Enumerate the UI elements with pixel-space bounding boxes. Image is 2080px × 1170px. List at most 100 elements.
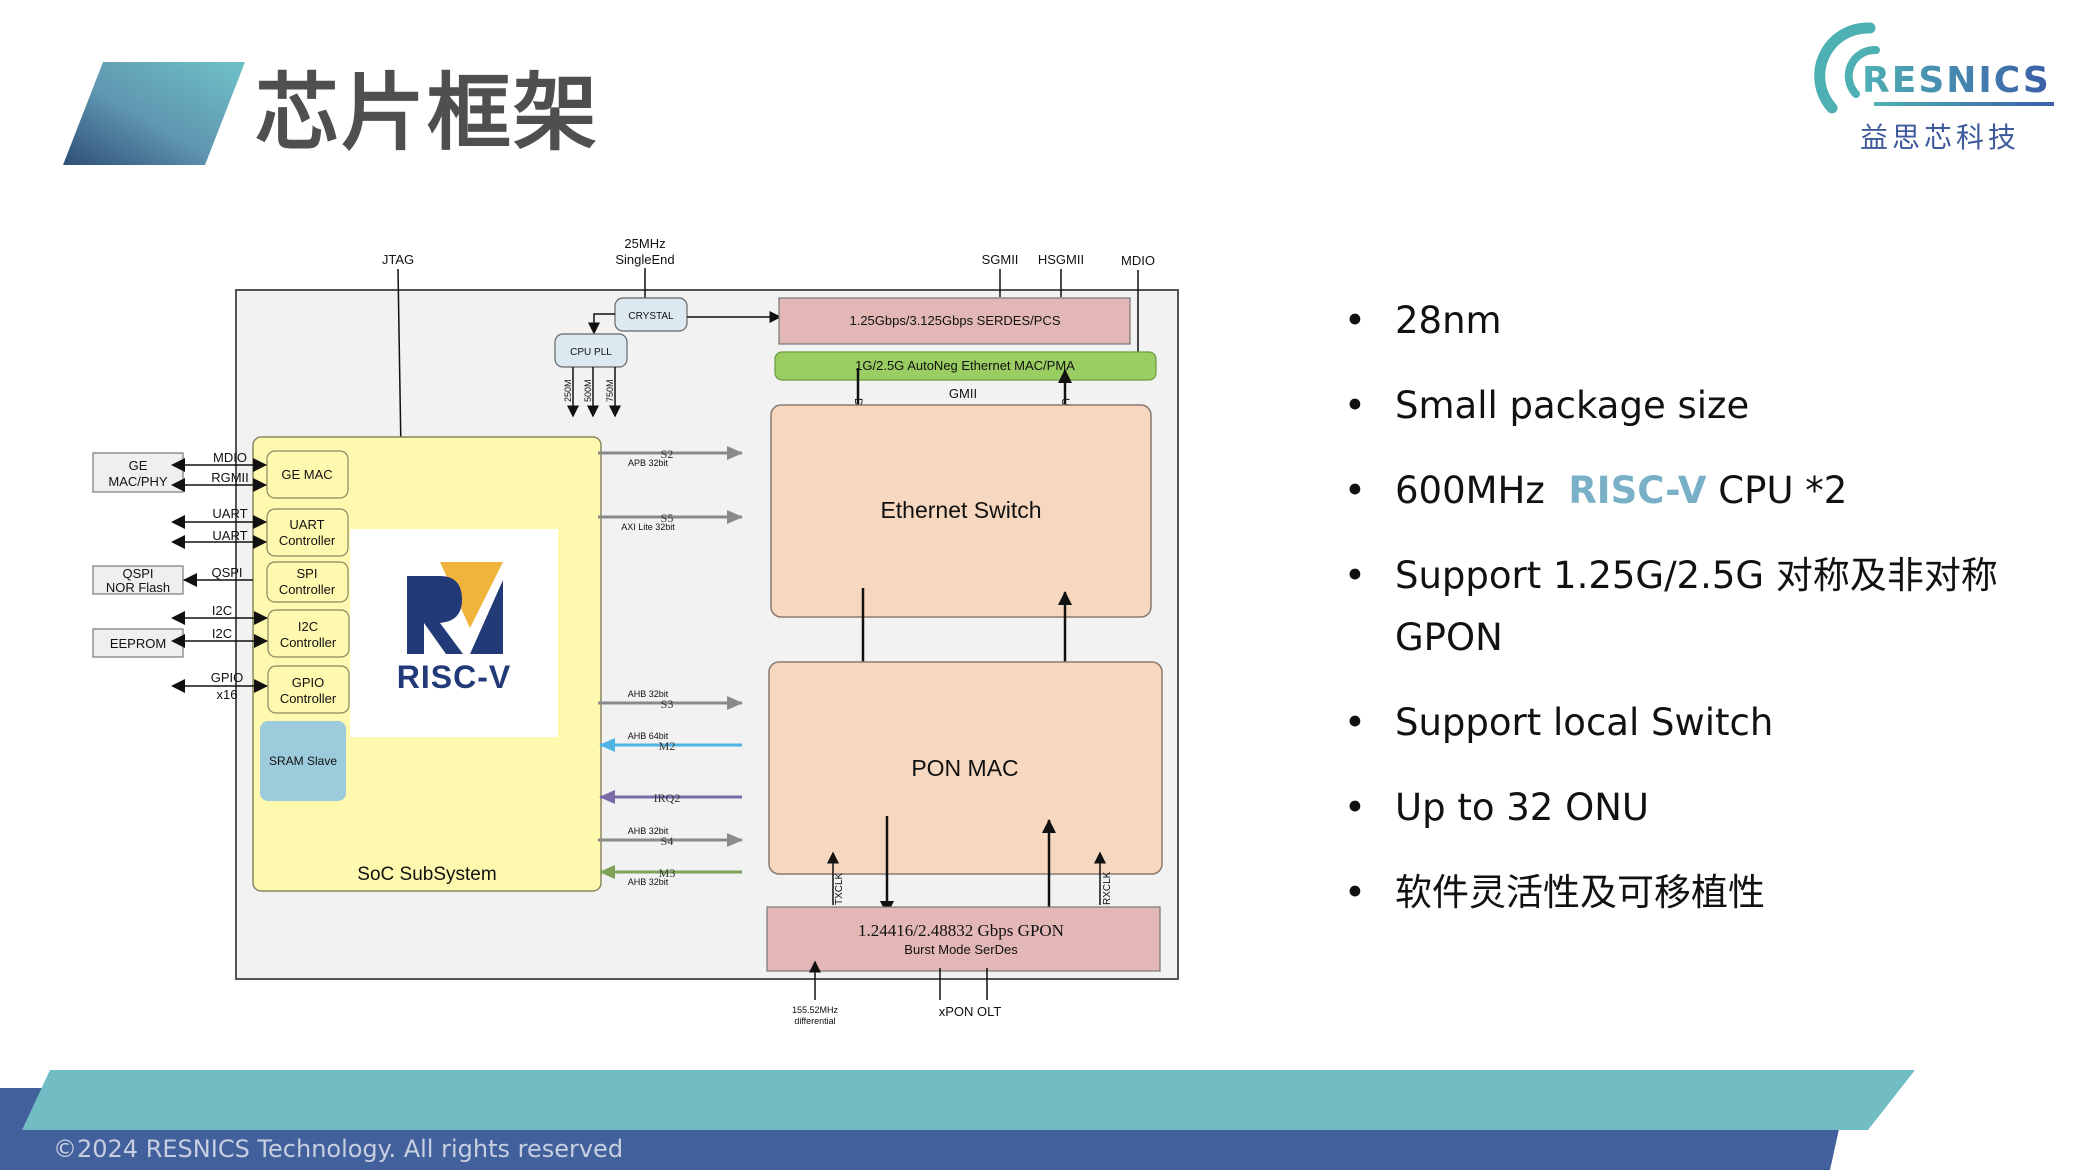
jtag-label: JTAG xyxy=(382,252,414,267)
feature-item: •Small package size xyxy=(1340,375,2040,437)
bus-type-label: AHB 32bit xyxy=(628,689,669,699)
gpon-serdes-label-2: Burst Mode SerDes xyxy=(904,942,1018,957)
feature-item: •Up to 32 ONU xyxy=(1340,777,2040,839)
soc-subsystem-label: SoC SubSystem xyxy=(357,864,496,885)
gpon-serdes-label-1: 1.24416/2.48832 Gbps GPON xyxy=(858,921,1064,940)
company-logo: RESNICS 益思芯科技 xyxy=(1810,20,2060,154)
hsgmii-label: HSGMII xyxy=(1038,252,1084,267)
gpio-label-1: GPIO xyxy=(211,670,244,685)
title-decoration xyxy=(63,62,245,165)
serdes-pcs-block xyxy=(778,297,1131,345)
bullet-icon: • xyxy=(1344,469,1366,512)
mdio-label: MDIO xyxy=(213,450,247,465)
qspi-nor-flash-label-2: NOR Flash xyxy=(106,580,170,595)
feature-list: •28nm •Small package size •600MHz RISC-V… xyxy=(1340,290,2040,947)
uart1-label: UART xyxy=(212,506,247,521)
riscv-highlight: RISC-V xyxy=(1568,469,1707,512)
spi-controller-block xyxy=(266,561,349,603)
riscv-logo-panel xyxy=(350,529,558,737)
logo-chinese-name: 益思芯科技 xyxy=(1860,121,2021,154)
feature-item: •Support local Switch xyxy=(1340,692,2040,754)
rxclk-label: RXCLK xyxy=(1102,871,1113,905)
uart-controller-label-1: UART xyxy=(289,517,324,532)
feature-item: •600MHz RISC-V CPU *2 xyxy=(1340,460,2040,522)
i2c-controller-label-1: I2C xyxy=(298,619,318,634)
txclk-label: TXCLK xyxy=(834,872,845,905)
ref-clock-label-2: differential xyxy=(794,1016,835,1026)
feature-item: •28nm xyxy=(1340,290,2040,352)
bus-port-label: S4 xyxy=(661,834,674,848)
ref-clock-label-1: 155.52MHz xyxy=(792,1005,839,1015)
uart-controller-block xyxy=(266,508,349,557)
sram-slave-block xyxy=(260,721,346,801)
pon-mac-block xyxy=(768,661,1163,875)
eth-mac-pma-label: 1G/2.5G AutoNeg Ethernet MAC/PMA xyxy=(855,358,1075,373)
logo-brand: RESNICS xyxy=(1862,60,2051,101)
bus-type-label: AHB 32bit xyxy=(628,877,669,887)
jtag-line xyxy=(397,268,402,454)
gpio-controller-block xyxy=(267,665,350,714)
spi-controller-label-1: SPI xyxy=(297,566,318,581)
ge-mac-phy-label-2: MAC/PHY xyxy=(108,474,168,489)
logo-arc-icon xyxy=(1814,22,1880,114)
gmii-label: GMII xyxy=(949,386,977,401)
feature-item: •软件灵活性及可移植性 xyxy=(1340,862,2040,924)
pon-mac-label: PON MAC xyxy=(911,755,1018,781)
riscv-logo-icon xyxy=(407,562,503,654)
bullet-icon: • xyxy=(1344,384,1366,427)
copyright-text: ©2024 RESNICS Technology. All rights res… xyxy=(53,1135,624,1163)
ge-mac-label: GE MAC xyxy=(281,467,332,482)
pll-500m-label: 500M xyxy=(583,379,593,402)
bullet-icon: • xyxy=(1344,871,1366,914)
crystal-label: CRYSTAL xyxy=(628,311,674,322)
footer-teal-band xyxy=(22,1070,1915,1130)
spi-controller-label-2: Controller xyxy=(279,582,336,597)
eeprom-label: EEPROM xyxy=(110,636,166,651)
bus-port-label: S2 xyxy=(661,447,674,461)
clock-in-label-2: SingleEnd xyxy=(615,252,674,267)
i2c-controller-block xyxy=(267,609,350,658)
footer-banner xyxy=(0,1070,1915,1170)
sram-slave-label: SRAM Slave xyxy=(269,754,337,768)
serdes-pcs-label: 1.25Gbps/3.125Gbps SERDES/PCS xyxy=(849,313,1060,328)
bus-type-label: AHB 32bit xyxy=(628,826,669,836)
bus-port-label: S5 xyxy=(661,511,674,525)
bullet-icon: • xyxy=(1344,701,1366,744)
qspi-nor-flash-label-1: QSPI xyxy=(122,566,153,581)
bullet-icon: • xyxy=(1344,299,1366,342)
gpio-controller-label-1: GPIO xyxy=(292,675,325,690)
rgmii-label: RGMII xyxy=(211,470,249,485)
sgmii-label: SGMII xyxy=(982,252,1019,267)
uart2-label: UART xyxy=(212,528,247,543)
i2c-controller-label-2: Controller xyxy=(280,635,337,650)
cpu-pll-block xyxy=(554,333,628,368)
ethernet-switch-label: Ethernet Switch xyxy=(880,497,1041,523)
ge-mac-phy-label-1: GE xyxy=(129,458,148,473)
logo-underline xyxy=(1874,102,2054,106)
gpio-controller-label-2: Controller xyxy=(280,691,337,706)
i2c1-label: I2C xyxy=(212,603,232,618)
bullet-icon: • xyxy=(1344,786,1366,829)
crystal-to-pll-line xyxy=(588,313,615,335)
clock-in-label-1: 25MHz xyxy=(624,236,665,251)
riscv-logo-text: RISC-V xyxy=(397,659,511,695)
page-title: 芯片框架 xyxy=(255,64,600,162)
pll-750m-label: 750M xyxy=(605,379,615,402)
bus-type-label: AHB 64bit xyxy=(628,731,669,741)
uart-controller-label-2: Controller xyxy=(279,533,336,548)
gpio-label-2: x16 xyxy=(217,687,238,702)
i2c2-label: I2C xyxy=(212,626,232,641)
bus-type-label: AXI Lite 32bit xyxy=(621,522,675,532)
bus-type-label: APB 32bit xyxy=(628,458,669,468)
gpon-serdes-block xyxy=(766,906,1161,972)
qspi-label: QSPI xyxy=(211,565,242,580)
mdio-top-label: MDIO xyxy=(1121,253,1155,268)
bus-port-label: S3 xyxy=(661,697,674,711)
ge-mac-block xyxy=(266,450,349,499)
cpu-pll-label: CPU PLL xyxy=(570,347,612,358)
bus-port-label: M3 xyxy=(659,866,676,880)
ethernet-switch-block xyxy=(770,404,1152,618)
pll-250m-label: 250M xyxy=(563,379,573,402)
